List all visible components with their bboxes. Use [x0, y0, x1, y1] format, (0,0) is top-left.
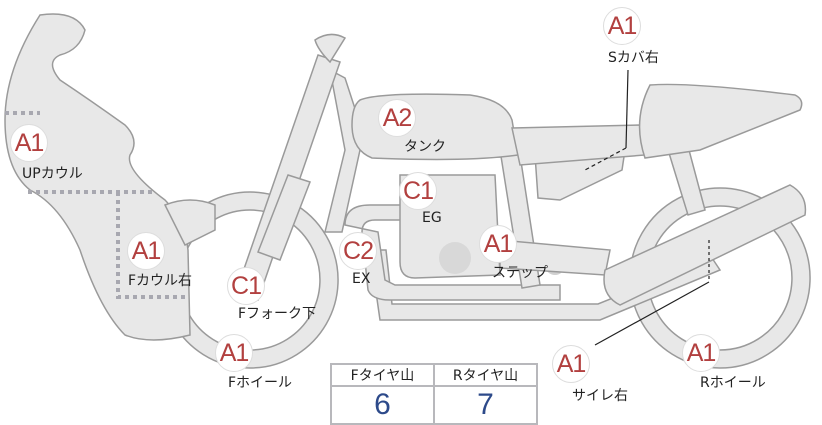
grade-badge-step: A1 — [479, 225, 517, 263]
label-f-wheel: Fホイール — [228, 375, 293, 391]
label-exhaust: EX — [352, 271, 371, 287]
label-engine: EG — [422, 210, 442, 226]
grade-badge-s-cover-right: A1 — [603, 7, 641, 45]
rear-tire-value: 7 — [433, 385, 538, 425]
grade-badge-f-cowl-right: A1 — [127, 232, 165, 270]
silencer — [603, 184, 807, 306]
label-silencer-right: サイレ右 — [572, 388, 628, 404]
label-tank: タンク — [404, 139, 446, 155]
label-r-wheel: Rホイール — [700, 375, 766, 391]
label-s-cover-right: Sカバ右 — [608, 50, 659, 66]
rear-tire-header: Rタイヤ山 — [433, 363, 538, 387]
label-up-cowl: UPカウル — [22, 166, 83, 182]
grade-badge-f-wheel: A1 — [215, 334, 253, 372]
grade-badge-f-fork-lower: C1 — [227, 267, 265, 305]
rear-seat — [638, 83, 803, 159]
grade-badge-up-cowl: A1 — [10, 124, 48, 162]
label-f-cowl-right: Fカウル右 — [128, 273, 193, 289]
grade-badge-r-wheel: A1 — [682, 334, 720, 372]
seat — [511, 124, 646, 166]
exhaust-pipe — [344, 204, 561, 301]
tire-tread-table: Fタイヤ山 Rタイヤ山 6 7 — [330, 363, 538, 425]
grade-badge-exhaust: C2 — [339, 232, 377, 270]
grade-badge-engine: C1 — [399, 172, 437, 210]
front-tire-value: 6 — [330, 385, 435, 425]
label-f-fork-lower: Fフォーク下 — [238, 306, 317, 322]
front-tire-header: Fタイヤ山 — [330, 363, 435, 387]
label-step: ステップ — [492, 265, 548, 281]
grade-badge-silencer-right: A1 — [552, 345, 590, 383]
grade-badge-tank: A2 — [378, 99, 416, 137]
